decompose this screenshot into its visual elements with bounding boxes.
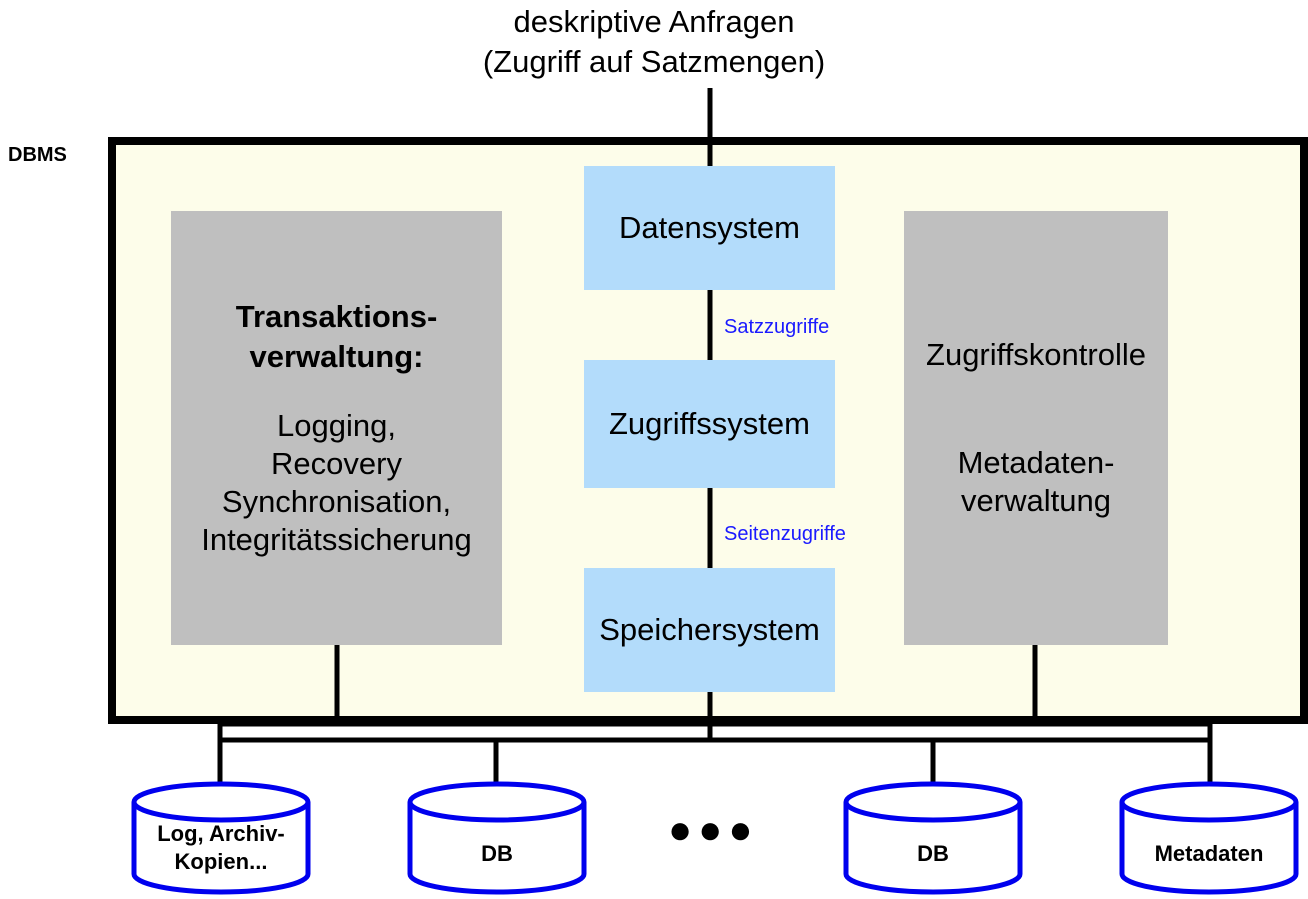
query-line-1: deskriptive Anfragen [513,4,795,39]
db-label-1: DB [481,841,513,866]
storage-system-box: Speichersystem [584,568,835,692]
transaction-item: Integritätssicherung [201,522,472,557]
metadata-cylinder [1119,781,1299,895]
storage-system-label: Speichersystem [599,612,820,647]
more-databases-ellipsis: ●●● [668,808,759,852]
transaction-management-box: Transaktions- verwaltung: Logging, Recov… [171,211,502,645]
log-archive-line-1: Log, Archiv- [157,821,285,846]
access-system-box: Zugriffssystem [584,360,835,488]
transaction-title-line-1: Transaktions- [235,299,438,334]
transaction-item: Recovery [271,446,402,481]
page-access-label: Seitenzugriffe [724,523,846,545]
log-archive-cylinder [131,781,311,895]
dbms-label: DBMS [8,144,67,166]
transaction-title-line-2: verwaltung: [249,339,424,374]
control-box: Zugriffskontrolle Metadaten- verwaltung [904,211,1168,645]
data-system-label: Datensystem [619,210,800,245]
db-cylinder-2 [843,781,1023,895]
transaction-item: Logging, [277,408,396,443]
log-archive-label: Log, Archiv- Kopien... [134,818,308,878]
data-system-box: Datensystem [584,166,835,290]
access-control-label: Zugriffskontrolle [926,337,1146,372]
transaction-items: Logging, Recovery Synchronisation, Integ… [201,407,472,559]
query-label: deskriptive Anfragen (Zugriff auf Satzme… [404,2,904,82]
metadata-management: Metadaten- verwaltung [958,444,1115,520]
access-system-label: Zugriffssystem [609,406,810,441]
metadata-management-line-2: verwaltung [961,483,1111,518]
transaction-title: Transaktions- verwaltung: [236,297,438,377]
record-access-label: Satzzugriffe [724,316,830,338]
query-line-2: (Zugriff auf Satzmengen) [482,44,826,79]
db-label-2: DB [917,841,949,866]
metadata-management-line-1: Metadaten- [957,445,1115,480]
metadata-label: Metadaten [1154,841,1264,866]
db-cylinder-1 [407,781,587,895]
log-archive-line-2: Kopien... [174,849,268,874]
transaction-item: Synchronisation, [221,484,452,519]
